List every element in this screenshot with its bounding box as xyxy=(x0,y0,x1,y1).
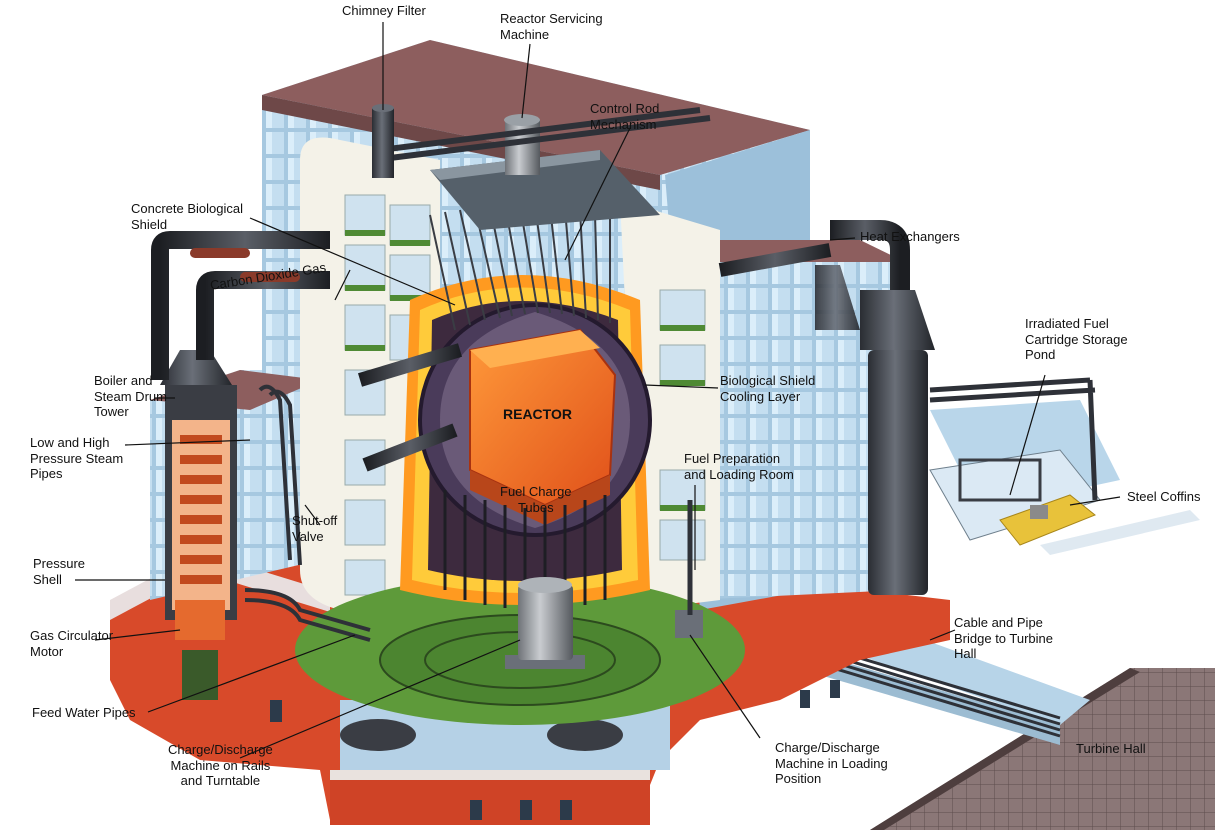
label-steam-pipes: Low and High Pressure Steam Pipes xyxy=(30,435,124,481)
label-control-rod-mechanism: Control Rod Mechanism xyxy=(590,101,660,132)
label-turbine-hall: Turbine Hall xyxy=(1076,741,1146,756)
feed-water-pipes xyxy=(244,384,371,642)
label-feed-water-pipes: Feed Water Pipes xyxy=(32,705,136,720)
charge-discharge-machine xyxy=(505,577,585,669)
reactor-vessel xyxy=(400,275,652,610)
label-biological-shield-cooling: Biological Shield Cooling Layer xyxy=(720,373,816,404)
chimney-filter xyxy=(372,104,394,178)
label-concrete-biological-shield: Concrete Biological Shield xyxy=(131,201,244,232)
leader-lines xyxy=(75,22,1121,759)
label-cable-pipe-bridge: Cable and Pipe Bridge to Turbine Hall xyxy=(954,615,1054,661)
heat-exchangers xyxy=(718,220,935,595)
label-charge-discharge-loading: Charge/Discharge Machine in Loading Posi… xyxy=(775,740,888,786)
label-fuel-preparation-room: Fuel Preparation and Loading Room xyxy=(684,451,794,482)
label-fuel-charge-tubes: Fuel Charge Tubes xyxy=(500,484,572,515)
storage-pond-annex xyxy=(929,377,1200,555)
label-heat-exchangers: Heat Exchangers xyxy=(860,229,960,244)
label-steel-coffins: Steel Coffins xyxy=(1127,489,1201,504)
label-reactor-servicing-machine: Reactor Servicing Machine xyxy=(500,11,603,42)
label-chimney-filter: Chimney Filter xyxy=(342,3,426,18)
servicing-gantry xyxy=(379,107,711,230)
label-irradiated-fuel-pond: Irradiated Fuel Cartridge Storage Pond xyxy=(1025,316,1128,362)
label-gas-circulator-motor: Gas Circulator Motor xyxy=(30,628,114,659)
label-boiler-tower: Boiler and Steam Drum Tower xyxy=(94,373,167,419)
label-pressure-shell: Pressure Shell xyxy=(33,556,86,587)
loading-position-machine xyxy=(675,500,703,638)
label-shut-off-valve: Shut-off Valve xyxy=(292,513,338,544)
vessel-side-pipes xyxy=(352,270,463,580)
label-charge-discharge-rails: Charge/Discharge Machine on Rails and Tu… xyxy=(168,742,273,788)
label-reactor: REACTOR xyxy=(503,406,572,422)
boiler-tower xyxy=(151,231,330,700)
